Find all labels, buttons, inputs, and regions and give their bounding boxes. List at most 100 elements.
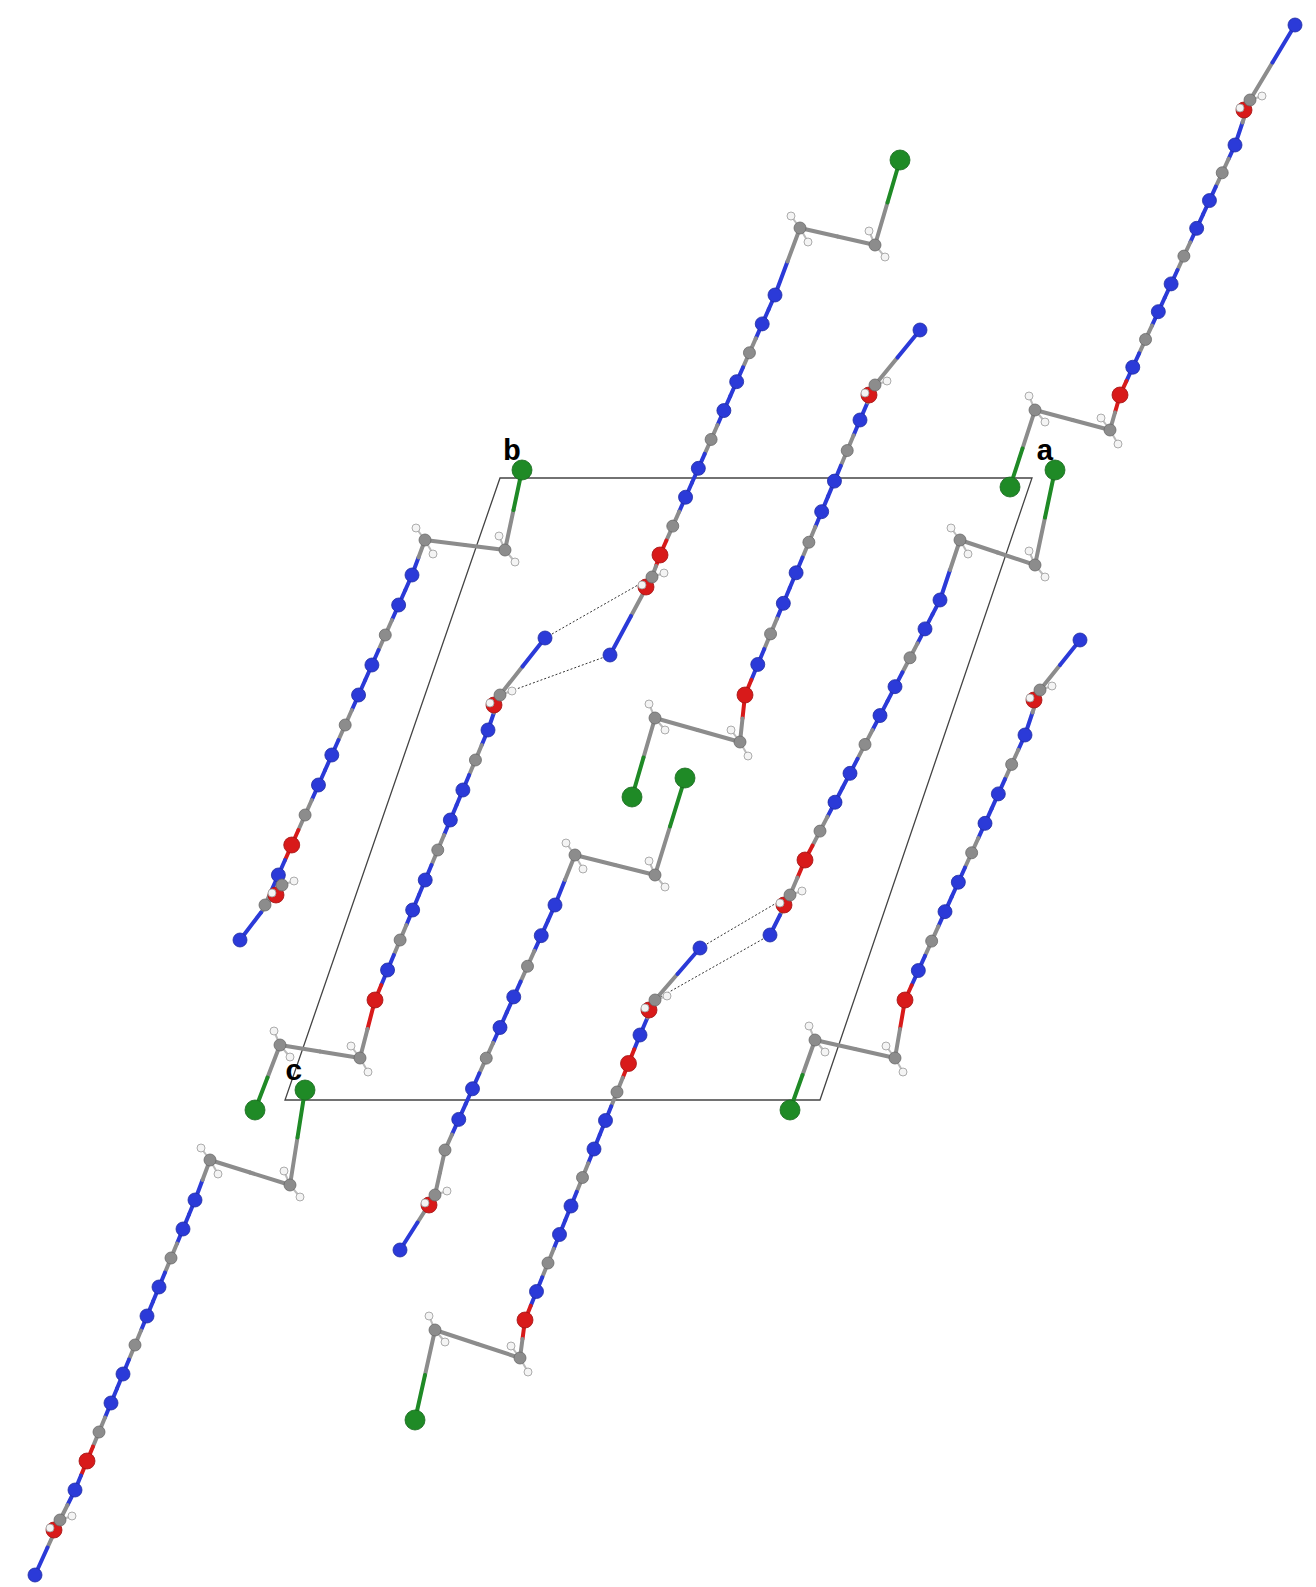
atom — [888, 680, 902, 694]
atom — [1029, 559, 1041, 571]
atom — [926, 935, 938, 947]
atom — [486, 699, 494, 707]
atom — [419, 534, 431, 546]
atom — [204, 1154, 216, 1166]
atom — [365, 658, 379, 672]
atom — [897, 992, 913, 1008]
atom — [911, 964, 925, 978]
atom — [805, 1022, 813, 1030]
atom — [405, 1410, 425, 1430]
atom — [381, 963, 395, 977]
atom — [1026, 694, 1034, 702]
atom — [814, 825, 826, 837]
hydrogen-bond — [500, 655, 610, 695]
atom — [755, 317, 769, 331]
atom — [744, 752, 752, 760]
atom — [904, 652, 916, 664]
unit-cell — [285, 478, 1032, 1100]
atom — [46, 1524, 54, 1532]
atom — [429, 1189, 441, 1201]
atom — [443, 813, 457, 827]
atom — [1178, 250, 1190, 262]
atom — [947, 524, 955, 532]
atom — [577, 1172, 589, 1184]
atom — [259, 899, 271, 911]
atom — [517, 1312, 533, 1328]
atom — [443, 1187, 451, 1195]
atom — [691, 461, 705, 475]
atom — [661, 883, 669, 891]
atom — [599, 1114, 613, 1128]
atom — [918, 622, 932, 636]
atom — [1025, 547, 1033, 555]
atom — [406, 903, 420, 917]
atom — [188, 1193, 202, 1207]
atom — [938, 905, 952, 919]
bond — [875, 203, 888, 246]
atom — [751, 657, 765, 671]
atom — [789, 566, 803, 580]
atom — [354, 1052, 366, 1064]
atom — [412, 524, 420, 532]
atom — [803, 536, 815, 548]
atom — [270, 1027, 278, 1035]
atom — [798, 887, 806, 895]
atom — [432, 844, 444, 856]
atom — [548, 898, 562, 912]
atom — [68, 1483, 82, 1497]
atom — [859, 738, 871, 750]
atom — [1025, 392, 1033, 400]
atom — [645, 700, 653, 708]
atom — [499, 544, 511, 556]
atom — [93, 1426, 105, 1438]
atom — [441, 1338, 449, 1346]
axis-label: c — [285, 1057, 303, 1087]
atom — [869, 379, 881, 391]
atom — [663, 992, 671, 1000]
atom — [1104, 424, 1116, 436]
atom — [311, 778, 325, 792]
atom — [367, 992, 383, 1008]
atom — [1073, 633, 1087, 647]
atom — [481, 723, 495, 737]
atom — [587, 1142, 601, 1156]
atom — [933, 593, 947, 607]
atom — [646, 571, 658, 583]
atom — [809, 1034, 821, 1046]
atom — [883, 377, 891, 385]
atom — [418, 873, 432, 887]
atom — [534, 929, 548, 943]
atom — [1114, 440, 1122, 448]
atom — [978, 816, 992, 830]
atom — [469, 754, 481, 766]
atom — [873, 709, 887, 723]
atom — [379, 629, 391, 641]
atom — [815, 505, 829, 519]
atom — [765, 628, 777, 640]
atom — [165, 1252, 177, 1264]
bond — [655, 827, 670, 876]
atom — [1126, 360, 1140, 374]
atom — [339, 719, 351, 731]
atom — [456, 783, 470, 797]
atom — [1041, 418, 1049, 426]
atom — [1244, 94, 1256, 106]
atom — [821, 1048, 829, 1056]
atom — [645, 857, 653, 865]
atom — [1140, 333, 1152, 345]
atom — [804, 238, 812, 246]
atom — [763, 928, 777, 942]
atom — [776, 596, 790, 610]
bond — [425, 1330, 435, 1375]
atom — [913, 323, 927, 337]
atom — [869, 239, 881, 251]
atom — [553, 1228, 567, 1242]
atom — [828, 795, 842, 809]
atom — [494, 689, 506, 701]
atom — [79, 1453, 95, 1469]
atom — [1228, 138, 1242, 152]
atom — [268, 889, 276, 897]
atom — [68, 1512, 76, 1520]
bond — [1035, 518, 1045, 566]
atom — [1034, 684, 1046, 696]
